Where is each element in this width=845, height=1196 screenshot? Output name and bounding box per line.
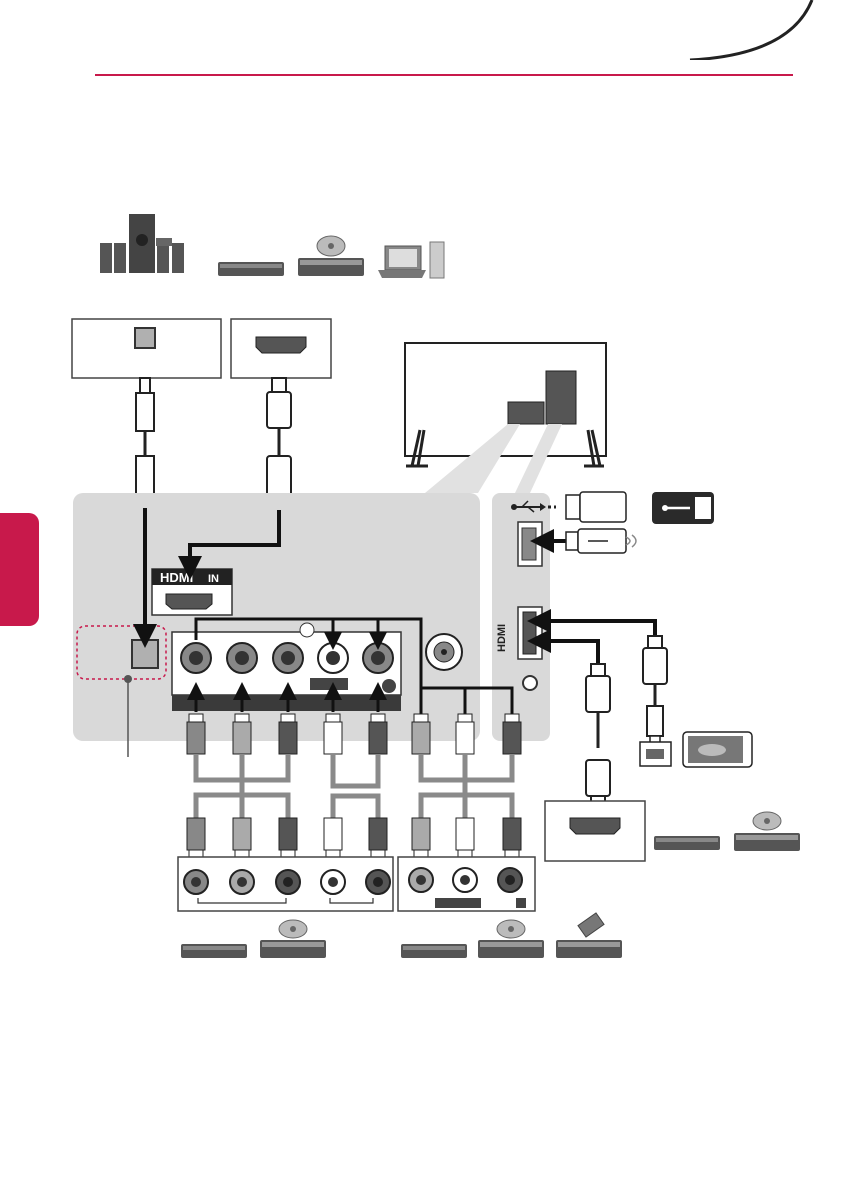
dvd-player-icon <box>478 920 544 958</box>
component-device-panel <box>178 857 393 911</box>
hdmi-cable-side-1 <box>643 636 667 744</box>
dvd-player-icon <box>298 236 364 276</box>
side-usb-port <box>518 522 542 566</box>
blu-ray-player-icon <box>218 262 284 276</box>
blu-ray-player-icon <box>654 836 720 850</box>
audio-device-optical-panel <box>72 319 221 378</box>
usb-flash-drive-icon <box>548 492 714 524</box>
hdmi-label-top: HDMI <box>160 570 193 585</box>
pc-icon <box>378 242 444 278</box>
rca-cables <box>196 754 512 818</box>
side-hdmi-port <box>518 607 542 659</box>
optical-cable <box>136 378 154 508</box>
antenna-port <box>423 632 468 680</box>
hdmi-device-panel <box>231 319 331 378</box>
blu-ray-player-icon <box>181 944 247 958</box>
usb-cable-icon <box>542 529 636 553</box>
vcr-icon <box>556 913 622 958</box>
hdmi-vertical-label: HDMI <box>496 624 508 652</box>
composite-device-panel <box>398 857 535 911</box>
hdmi-label-in: IN <box>208 573 219 585</box>
speaker-system-icon <box>100 214 184 273</box>
rca-plugs-lower <box>187 818 521 858</box>
blu-ray-player-icon <box>401 944 467 958</box>
dvd-player-icon <box>734 812 800 851</box>
hdmi-cable-side-2 <box>586 664 610 808</box>
hdmi-in-port: HDMI IN <box>152 569 232 615</box>
side-hdmi-route-1 <box>539 621 655 636</box>
hdmi-cable-top <box>267 378 291 510</box>
optical-port <box>132 640 158 668</box>
headphone-jack <box>523 676 537 690</box>
dvd-player-icon <box>260 920 326 958</box>
hdmi-side-device-panel <box>545 801 645 861</box>
